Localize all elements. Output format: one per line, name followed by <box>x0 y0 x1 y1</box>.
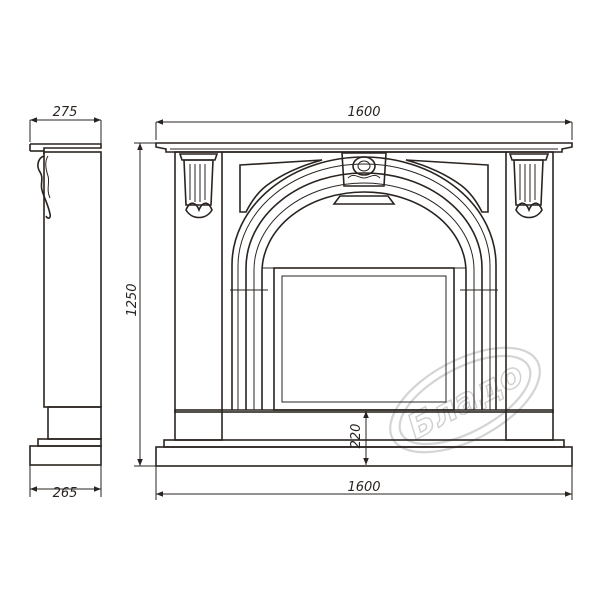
side-top-depth-label: 275 <box>53 105 78 120</box>
front-view: 1600 1250 <box>125 105 573 500</box>
side-view: 275 265 <box>29 105 102 501</box>
total-height-label: 1250 <box>125 283 140 316</box>
right-corbel <box>508 153 550 219</box>
left-spandrel-panel <box>239 159 323 213</box>
front-bottom-width-label: 1600 <box>347 480 380 495</box>
hearth-base <box>155 446 573 467</box>
firebox-opening <box>273 267 455 411</box>
mantel-shelf <box>155 142 573 153</box>
keystone-ornament <box>332 152 396 205</box>
outer-arch <box>231 156 497 410</box>
right-spandrel-panel <box>405 159 489 213</box>
hearth-height-label: 220 <box>349 424 364 449</box>
front-top-width-label: 1600 <box>347 105 380 120</box>
left-corbel <box>178 153 219 219</box>
watermark-logo: Бладо <box>389 346 541 454</box>
side-bottom-depth-label: 265 <box>53 486 78 501</box>
